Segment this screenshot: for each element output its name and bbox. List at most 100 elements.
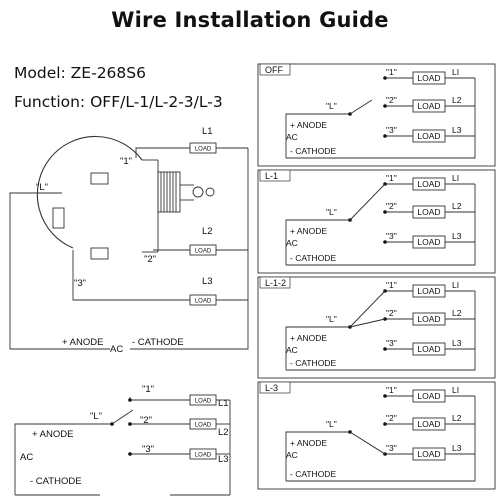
- main-l1-label: L1: [202, 126, 213, 137]
- terminal-label: "1": [386, 280, 397, 290]
- cathode-label: - CATHODE: [290, 358, 336, 368]
- load-label: LOAD: [417, 449, 440, 459]
- common-label: "L": [326, 101, 337, 111]
- schematic-l1-label: L1: [218, 398, 229, 409]
- anode-label: + ANODE: [290, 226, 327, 236]
- line-label: L3: [452, 443, 462, 453]
- svg-text:LOAD: LOAD: [195, 399, 212, 405]
- line-label: L2: [452, 308, 462, 318]
- ac-label: AC: [286, 132, 298, 142]
- main-ac-label: AC: [110, 344, 123, 355]
- terminal-label: "3": [386, 125, 397, 135]
- switch-wiring-diagram: [9, 135, 249, 350]
- load-label: LOAD: [417, 101, 440, 111]
- line-label: L3: [452, 125, 462, 135]
- panel-label: OFF: [265, 65, 283, 75]
- schematic-pos-2-label: "2": [140, 415, 152, 426]
- panel-load: LOAD: [412, 342, 446, 356]
- load-label: LOAD: [417, 344, 440, 354]
- line-label: L2: [452, 95, 462, 105]
- main-terminal-3-label: "3": [74, 278, 86, 289]
- terminal-label: "1": [386, 173, 397, 183]
- panel-load: LOAD: [412, 235, 446, 249]
- panel-load: LOAD: [412, 205, 446, 219]
- anode-label: + ANODE: [290, 333, 327, 343]
- terminal-label: "1": [386, 385, 397, 395]
- panel-load: LOAD: [412, 447, 446, 461]
- line-label: LI: [452, 385, 459, 395]
- schematic-pos-1-label: "1": [142, 384, 154, 395]
- ac-label: AC: [286, 450, 298, 460]
- terminal-label: "2": [386, 308, 397, 318]
- terminal-label: "2": [386, 201, 397, 211]
- line-label: L2: [452, 413, 462, 423]
- load-label: LOAD: [417, 131, 440, 141]
- terminal-label: "2": [386, 413, 397, 423]
- load-label: LOAD: [417, 73, 440, 83]
- function-description: Function: OFF/L-1/L-2-3/L-3: [14, 93, 223, 111]
- model-number: Model: ZE-268S6: [14, 64, 146, 82]
- svg-text:LOAD: LOAD: [195, 423, 212, 429]
- panel-load: LOAD: [412, 389, 446, 403]
- schematic-l3-label: L3: [218, 454, 229, 465]
- panel-load: LOAD: [412, 71, 446, 85]
- cathode-label: - CATHODE: [290, 253, 336, 263]
- load-label: LOAD: [417, 179, 440, 189]
- line-label: LI: [452, 67, 459, 77]
- schematic-load-2: LOAD: [189, 418, 217, 430]
- terminal-label: "2": [386, 95, 397, 105]
- main-l2-label: L2: [202, 226, 213, 237]
- load-label: LOAD: [417, 286, 440, 296]
- panel-load: LOAD: [412, 129, 446, 143]
- cathode-label: - CATHODE: [290, 469, 336, 479]
- schematic-pos-3-label: "3": [142, 444, 154, 455]
- main-l3-label: L3: [202, 276, 213, 287]
- common-label: "L": [326, 207, 337, 217]
- schematic-ac-label: AC: [20, 452, 33, 463]
- line-label: LI: [452, 173, 459, 183]
- panel-load: LOAD: [412, 177, 446, 191]
- load-label: LOAD: [417, 419, 440, 429]
- terminal-label: "3": [386, 231, 397, 241]
- rotary-switch-body: [36, 135, 159, 260]
- svg-text:LOAD: LOAD: [195, 299, 212, 305]
- load-label: LOAD: [417, 391, 440, 401]
- main-terminal-l-label: "L": [36, 182, 48, 193]
- schematic-cathode-label: - CATHODE: [30, 476, 82, 487]
- main-terminal-2-label: "2": [144, 254, 156, 265]
- main-cathode-label: - CATHODE: [132, 337, 184, 348]
- main-load-3: LOAD: [189, 294, 217, 306]
- main-anode-label: + ANODE: [62, 337, 103, 348]
- threaded-shaft: [157, 171, 215, 213]
- main-load-2: LOAD: [189, 244, 217, 256]
- line-label: L3: [452, 231, 462, 241]
- schematic-anode-label: + ANODE: [32, 429, 73, 440]
- ac-label: AC: [286, 238, 298, 248]
- ac-label: AC: [286, 345, 298, 355]
- schematic-l2-label: L2: [218, 427, 229, 438]
- line-label: L3: [452, 338, 462, 348]
- panel-label: L-1-2: [265, 278, 286, 288]
- panel-label: L-3: [265, 383, 278, 393]
- panel-load: LOAD: [412, 99, 446, 113]
- panel-load: LOAD: [412, 312, 446, 326]
- svg-text:LOAD: LOAD: [195, 147, 212, 153]
- page-title: Wire Installation Guide: [111, 8, 389, 32]
- panel-load: LOAD: [412, 417, 446, 431]
- common-label: "L": [326, 314, 337, 324]
- line-label: L2: [452, 201, 462, 211]
- anode-label: + ANODE: [290, 120, 327, 130]
- schematic-load-3: LOAD: [189, 448, 217, 460]
- load-label: LOAD: [417, 314, 440, 324]
- load-label: LOAD: [417, 207, 440, 217]
- common-label: "L": [326, 419, 337, 429]
- panel-label: L-1: [265, 171, 278, 181]
- line-label: LI: [452, 280, 459, 290]
- anode-label: + ANODE: [290, 438, 327, 448]
